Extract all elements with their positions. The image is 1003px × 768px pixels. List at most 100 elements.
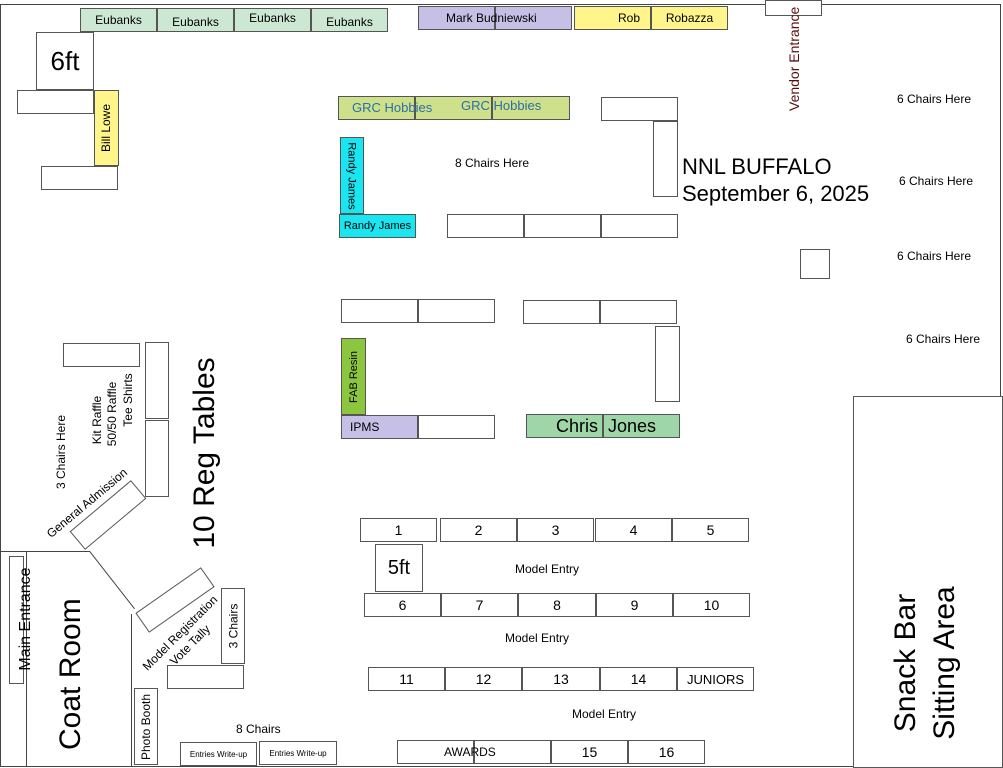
chairs-6-here-3: 6 Chairs Here (897, 249, 972, 263)
table-grc-3 (492, 96, 570, 120)
chairs-6-here-2: 6 Chairs Here (899, 174, 974, 188)
entry-table-10: 10 (673, 593, 750, 617)
table-number: 3 (551, 522, 560, 538)
entry-table-5: 5 (672, 518, 749, 542)
table-mid-1 (447, 214, 524, 238)
chairs-8-here-label: 8 Chairs Here (455, 156, 530, 170)
table-label: Eubanks (95, 13, 142, 27)
model-entry-label-1: Model Entry (515, 562, 580, 576)
coat-room-wall-top (0, 551, 26, 552)
table-number: 6 (398, 597, 407, 613)
table-label: JUNIORS (686, 671, 745, 687)
entry-table-4: 4 (595, 518, 672, 542)
table-center-5 (418, 415, 495, 439)
table-robazza: Robazza (651, 6, 728, 30)
table-number: 8 (553, 597, 561, 613)
wall-line-3 (131, 614, 132, 766)
table-number: 1 (394, 522, 403, 538)
table-top-right (601, 97, 678, 121)
table-number: 12 (475, 671, 492, 687)
six-ft-box: 6ft (36, 32, 94, 90)
table-left-1 (17, 90, 94, 114)
table-registration-bottom (167, 665, 244, 689)
table-center-2 (418, 299, 495, 323)
table-label: 3 Chairs (226, 603, 240, 649)
five-ft-box: 5ft (375, 544, 423, 592)
table-label: FAB Resin (347, 350, 360, 403)
table-label: Eubanks (249, 11, 296, 25)
floor-plan (0, 4, 1001, 767)
table-mark-2 (495, 6, 572, 30)
table-number: 2 (474, 522, 483, 538)
entry-table-15: 15 (551, 740, 628, 764)
table-label: Jones (608, 415, 657, 436)
table-raffle-v1 (145, 342, 169, 419)
table-label: Eubanks (172, 15, 219, 29)
title-line2: September 6, 2025 (682, 181, 870, 206)
model-entry-label-2: Model Entry (505, 631, 570, 645)
table-label: Entries Write-up (269, 748, 327, 758)
table-left-2 (41, 166, 118, 190)
main-entrance-label: Main Entrance (17, 567, 34, 671)
table-label: Randy James (343, 220, 412, 232)
table-entries-writeup-1: Entries Write-up (180, 742, 257, 766)
table-eubanks-4: Eubanks (311, 8, 388, 32)
kit-raffle-label: Kit Raffle (90, 395, 104, 445)
vendor-entrance-door (765, 0, 822, 16)
table-jones: Jones (603, 414, 680, 438)
table-number: 15 (581, 744, 598, 760)
eight-chairs-label: 8 Chairs (236, 722, 281, 736)
entry-table-14: 14 (600, 667, 677, 691)
entry-table-8: 8 (518, 593, 596, 617)
entry-table-16: 16 (628, 740, 705, 764)
table-raffle-top (63, 343, 140, 367)
table-eubanks-1: Eubanks (80, 8, 157, 32)
entry-table-9: 9 (596, 593, 673, 617)
entry-table-juniors: JUNIORS (677, 667, 754, 691)
chairs-6-here-1: 6 Chairs Here (897, 92, 972, 106)
table-randy-vertical: Randy James (340, 137, 364, 214)
chairs-6-here-4: 6 Chairs Here (906, 332, 981, 346)
mark-budniewski-label: Mark Budniewski (446, 11, 537, 25)
table-label: Eubanks (326, 15, 373, 29)
entry-table-3: 3 (517, 518, 594, 542)
table-fab-resin: FAB Resin (341, 338, 366, 415)
model-entry-label-3: Model Entry (572, 707, 637, 721)
table-label: Photo Booth (139, 693, 153, 760)
entry-table-6: 6 (364, 593, 441, 617)
awards-table-2 (474, 740, 551, 764)
five-ft-label: 5ft (387, 556, 411, 579)
table-number: 13 (553, 671, 569, 687)
table-label: Rob (617, 11, 640, 25)
six-ft-label: 6ft (50, 45, 80, 76)
table-number: 7 (475, 597, 484, 613)
table-eubanks-2: Eubanks (157, 8, 234, 32)
table-center-1 (341, 299, 418, 323)
grc-label-2: GRC Hobbies (461, 98, 542, 113)
table-number: 14 (630, 671, 647, 687)
table-mark-1 (418, 6, 495, 30)
entry-table-12: 12 (445, 667, 522, 691)
table-label: Entries Write-up (189, 749, 248, 759)
table-label: Bill Lowe (99, 103, 114, 153)
vendor-entrance-label: Vendor Entrance (786, 6, 802, 111)
table-raffle-v2 (145, 420, 169, 497)
awards-table-1 (397, 740, 474, 764)
small-square (800, 249, 830, 279)
table-label: IPMS (350, 420, 380, 434)
reg-tables-label: 10 Reg Tables (188, 357, 221, 549)
table-ipms: IPMS (341, 415, 418, 439)
sitting-area-label: Sitting Area (928, 586, 961, 740)
entry-table-7: 7 (441, 593, 518, 617)
table-number: 16 (658, 744, 675, 760)
table-top-right-vertical (653, 121, 678, 197)
table-mid-2 (524, 214, 601, 238)
table-number: 4 (629, 522, 638, 538)
table-number: 11 (399, 671, 414, 687)
grc-label-1: GRC Hobbies (352, 100, 433, 115)
entry-table-2: 2 (440, 518, 517, 542)
title-line1: NNL BUFFALO (682, 154, 832, 179)
coat-room-label: Coat Room (54, 598, 87, 750)
table-label: Randy James (346, 141, 359, 210)
raffle-5050-label: 50/50 Raffle (105, 381, 119, 447)
